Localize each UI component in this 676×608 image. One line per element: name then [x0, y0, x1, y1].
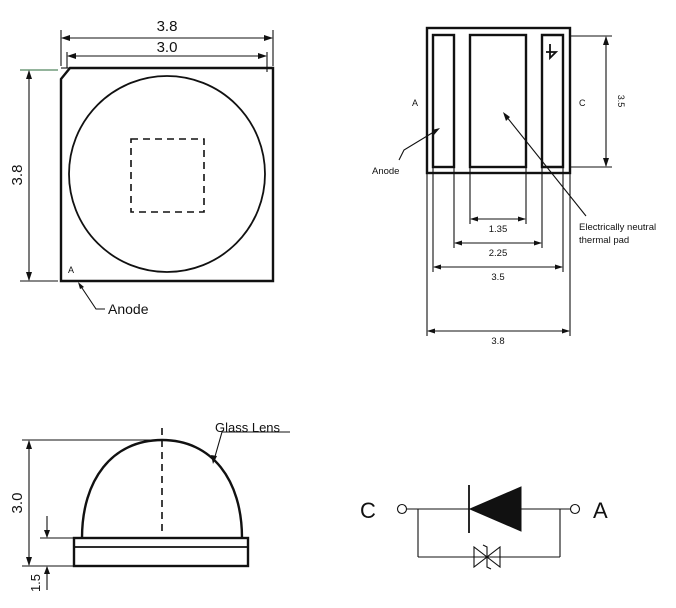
top-width-outer: 3.8 — [157, 18, 178, 35]
arrowhead — [44, 566, 50, 574]
dim-2: 2.25 — [489, 248, 508, 259]
arrowhead — [26, 557, 32, 566]
top-height: 3.8 — [9, 165, 26, 186]
diode-schematic: C A — [360, 485, 608, 570]
arrowhead — [26, 70, 32, 79]
bottom-anode-label: Anode — [372, 166, 399, 177]
dim-4: 3.8 — [491, 336, 504, 347]
side-height-total: 3.0 — [9, 493, 26, 514]
bottom-height: 3.5 — [616, 95, 626, 108]
dim-1: 1.35 — [489, 224, 508, 235]
arrowhead — [433, 264, 441, 270]
lens-leader — [213, 431, 290, 461]
top-corner-mark: A — [68, 265, 74, 275]
pad-note-line1: Electrically neutral — [579, 222, 656, 233]
top-lens-circle — [68, 75, 266, 273]
arrowhead — [78, 282, 84, 289]
arrowhead — [562, 328, 570, 334]
arrowhead — [432, 128, 440, 135]
arrowhead — [61, 35, 70, 41]
schematic-anode-label: A — [593, 498, 608, 523]
arrowhead — [603, 158, 609, 167]
arrowhead — [518, 216, 526, 222]
terminal-cathode — [396, 503, 408, 515]
arrowhead — [555, 264, 563, 270]
top-die-square — [130, 138, 205, 213]
arrowhead — [534, 240, 542, 246]
top-package-outline — [59, 66, 275, 283]
arrowhead — [603, 36, 609, 45]
cathode-notch-mark — [546, 44, 559, 61]
pad-note-line2: thermal pad — [579, 235, 629, 246]
arrowhead — [427, 328, 435, 334]
arrowhead — [503, 112, 510, 121]
side-view: Glass Lens 3.0 1.5 — [9, 420, 290, 592]
bottom-package-outline — [425, 26, 572, 175]
bottom-pad-right-label: C — [579, 98, 586, 108]
led-diode-triangle — [468, 486, 522, 532]
arrowhead — [264, 35, 273, 41]
zener-triangle-left — [473, 545, 488, 569]
arrowhead — [26, 440, 32, 449]
arrowhead — [470, 216, 478, 222]
side-height-base: 1.5 — [28, 574, 43, 592]
arrowhead — [67, 53, 76, 59]
arrowhead — [44, 530, 50, 538]
dim-3: 3.5 — [491, 272, 504, 283]
terminal-anode — [569, 503, 581, 515]
top-width-inner: 3.0 — [157, 39, 178, 56]
arrowhead — [26, 272, 32, 281]
lens-label: Glass Lens — [215, 420, 281, 435]
arrowhead — [211, 455, 217, 464]
top-view: 3.8 3.0 3.8 A Anode — [9, 18, 275, 317]
bottom-pad-left-label: A — [412, 98, 418, 108]
bottom-anode-leader — [398, 129, 438, 161]
schematic-cathode-label: C — [360, 498, 376, 523]
thermal-pad — [468, 33, 528, 169]
zener-bar — [482, 544, 492, 570]
top-anode-label: Anode — [108, 301, 149, 317]
thermal-pad-leader — [505, 115, 587, 217]
zener-triangle-right — [486, 545, 501, 569]
arrowhead — [258, 53, 267, 59]
arrowhead — [454, 240, 462, 246]
anode-leader — [79, 284, 105, 310]
bottom-view: A C 3.5 Anode Electrically neutral therm… — [372, 26, 656, 347]
pad-anode — [431, 33, 456, 169]
side-package-base — [72, 536, 250, 568]
